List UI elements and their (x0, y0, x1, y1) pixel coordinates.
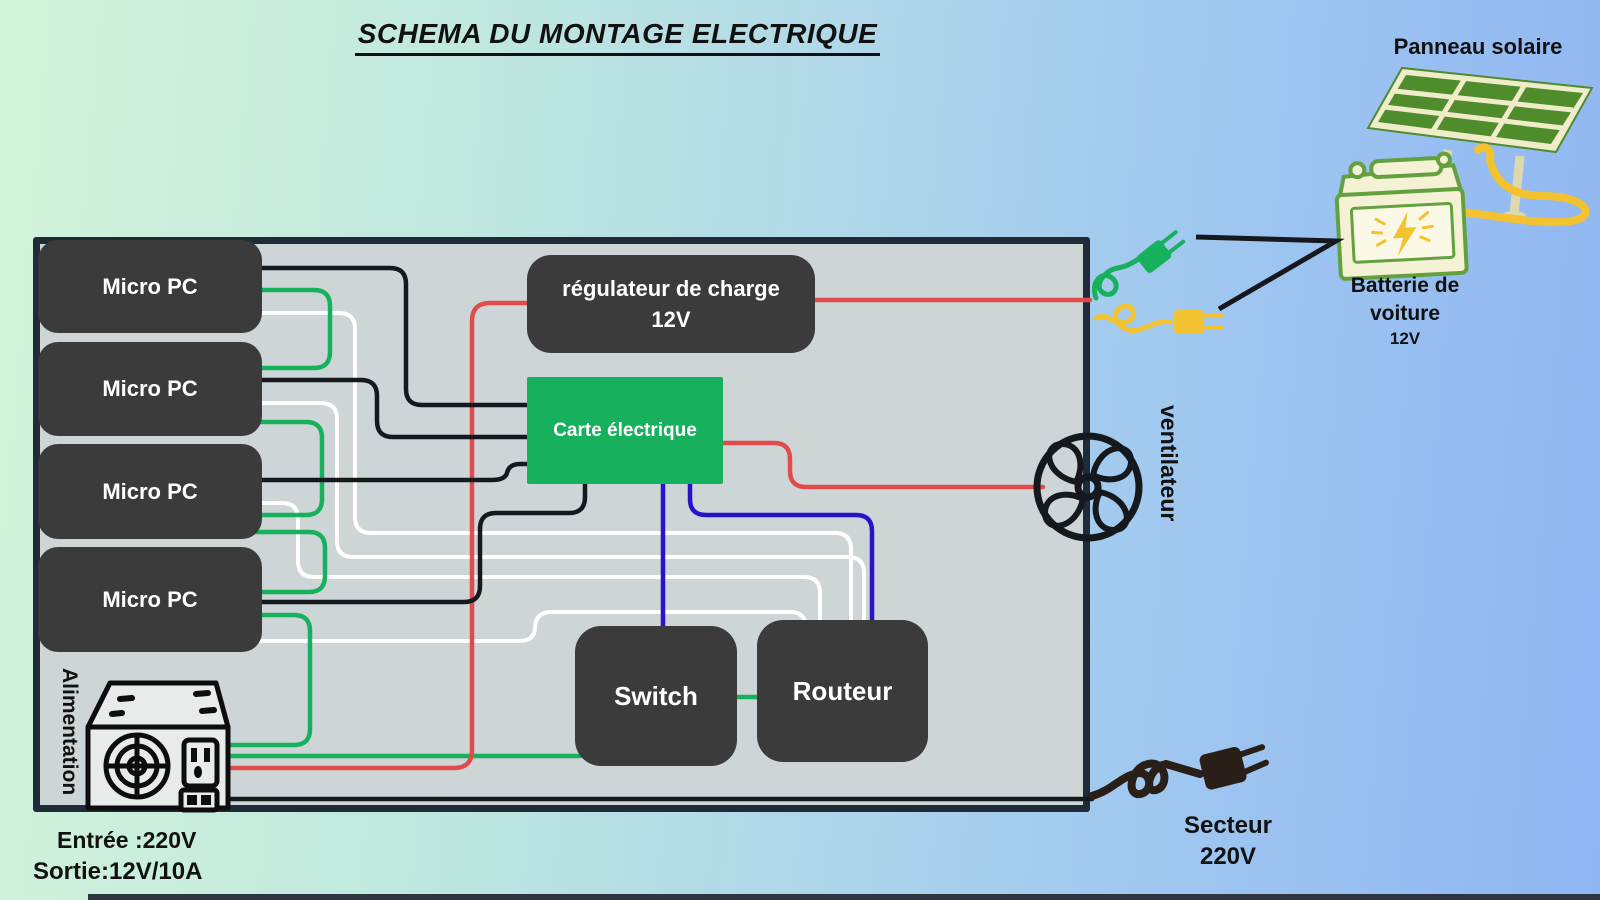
mains-label: Secteur 220V (1148, 810, 1308, 872)
micro-pc-box-4: Micro PC (38, 547, 262, 652)
switch-label: Switch (614, 680, 698, 711)
yellow-plug-icon (1093, 303, 1224, 334)
green-plug-icon (1092, 230, 1186, 301)
micro-pc-label: Micro PC (102, 376, 198, 401)
micro-pc-label: Micro PC (102, 586, 198, 612)
fan-label: ventilateur (1156, 405, 1182, 522)
psu-input-label: Entrée :220V (57, 827, 197, 853)
micro-pc-box-2: Micro PC (38, 342, 262, 436)
regulator-label-line2: 12V (651, 307, 691, 332)
solar-panel-illustration (1366, 66, 1594, 227)
solar-panel-label: Panneau solaire (1393, 34, 1563, 59)
page-title: SCHEMA DU MONTAGE ELECTRIQUE (355, 18, 880, 56)
mains-plug-icon (1088, 744, 1269, 800)
regulator-label-line1: régulateur de charge (562, 276, 780, 301)
router-box: Routeur (757, 620, 928, 762)
battery-label-line2: voiture (1369, 302, 1440, 325)
battery-voltage-label: 12V (1389, 329, 1421, 348)
router-label: Routeur (792, 675, 893, 706)
regulator-box: régulateur de charge 12V (527, 255, 815, 353)
psu-output-label: Sortie:12V/10A (33, 858, 203, 885)
battery-illustration (1334, 151, 1469, 281)
mains-label-line2: 220V (1199, 843, 1257, 870)
carte-label: Carte électrique (553, 419, 697, 441)
micro-pc-label: Micro PC (102, 478, 198, 504)
micro-pc-box-1: Micro PC (38, 240, 262, 333)
micro-pc-box-3: Micro PC (38, 444, 262, 539)
psu-label: Alimentation (58, 668, 81, 796)
battery-label-line1: Batterie de (1350, 274, 1460, 297)
mains-label-line1: Secteur (1183, 812, 1273, 839)
battery-label: Batterie de voiture 12V (1310, 272, 1500, 350)
switch-box: Switch (575, 626, 737, 766)
carte-electrique-box: Carte électrique (527, 377, 723, 484)
micro-pc-label: Micro PC (102, 273, 198, 299)
bottom-divider (88, 894, 1600, 900)
